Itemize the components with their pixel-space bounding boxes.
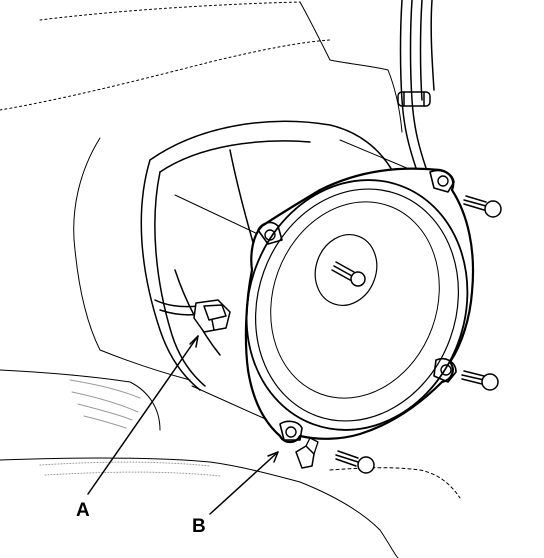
arrow-a (189, 335, 199, 348)
callout-label-b: B (192, 516, 206, 537)
speaker-dust-cap (314, 234, 378, 306)
mount-tab-top-left (257, 221, 283, 245)
callout-label-a: A (76, 500, 90, 521)
speaker-rim-inner (254, 188, 460, 422)
screw-bottom (335, 450, 375, 474)
arrow-b (267, 451, 279, 463)
mount-tab-bottom-right (433, 357, 457, 383)
speaker-terminal-b (295, 445, 315, 469)
harness-clip (397, 91, 431, 107)
screw-top-right (463, 195, 502, 218)
screw-center (331, 261, 366, 287)
door-panel-outline (0, 1, 461, 558)
speaker-flange (244, 167, 475, 444)
wire-harness (397, 0, 435, 169)
screws (331, 195, 502, 474)
mount-tab-top-right (429, 169, 455, 193)
speaker (244, 167, 475, 469)
leader-a (87, 335, 199, 495)
callout-leaders (87, 335, 279, 515)
speaker-rim-outer (245, 179, 469, 431)
connector-a (154, 299, 231, 333)
mount-tab-bottom-left (279, 420, 303, 441)
lower-trim-shading (39, 379, 221, 477)
speaker-cone (270, 201, 440, 399)
leader-b (209, 451, 279, 515)
screw-bottom-right (461, 370, 499, 391)
